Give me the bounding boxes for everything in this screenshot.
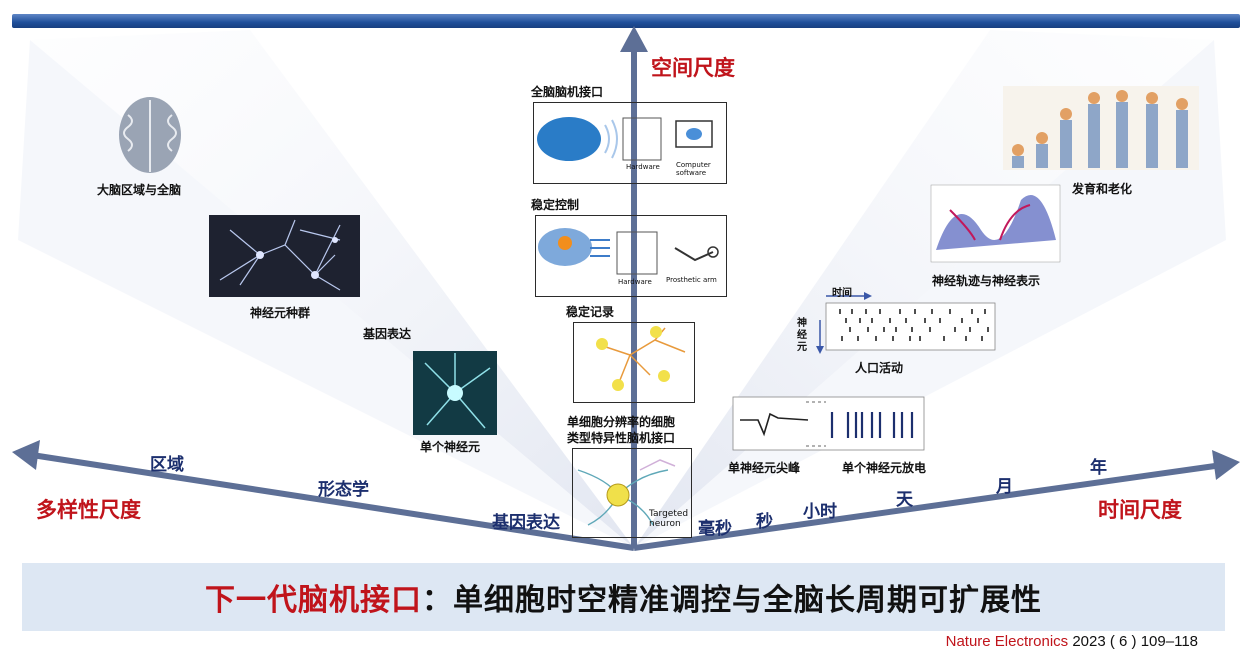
temporal-axis-title: 时间尺度 [1098, 498, 1182, 522]
raster-neuron-label: 神 经 元 [797, 318, 807, 353]
tick-second: 秒 [756, 512, 773, 532]
tick-hour: 小时 [803, 502, 837, 522]
temporal-arrow-icon [1212, 450, 1240, 480]
tick-morphology: 形态学 [318, 480, 369, 500]
single-cell-bci-label: 单细胞分辨率的细胞 类型特异性脑机接口 [567, 415, 676, 445]
neural-trajectory-label: 神经轨迹与神经表示 [932, 274, 1041, 288]
hardware-label-2: Hardware [618, 278, 652, 286]
development-aging-label: 发育和老化 [1072, 182, 1133, 196]
aging-figures-image [1003, 86, 1199, 170]
stable-control-label: 稳定控制 [531, 198, 580, 212]
top-title-bar [12, 14, 1240, 28]
prosthetic-arm-label: Prosthetic arm [666, 276, 717, 284]
whole-brain-bci-panel: Hardware Computer software [533, 102, 727, 184]
spatial-arrow-icon [620, 26, 648, 52]
single-neuron-image [413, 351, 497, 435]
brain-icon [119, 97, 181, 173]
brain-regions-label: 大脑区域与全脑 [97, 183, 182, 197]
citation-journal: Nature Electronics [945, 633, 1069, 650]
citation: Nature Electronics 2023 ( 6 ) 109–118 [946, 633, 1198, 650]
spatial-axis-title: 空间尺度 [651, 56, 735, 80]
banner-highlight: 下一代脑机接口 [205, 583, 422, 618]
spike-waveform-image [732, 396, 925, 451]
gene-expression-label: 基因表达 [363, 327, 412, 341]
raster-time-label: 时间 [832, 288, 852, 299]
computer-software-label: Computer software [676, 161, 711, 177]
tick-month: 月 [996, 477, 1013, 497]
tick-year: 年 [1090, 458, 1107, 478]
stable-control-panel: Hardware Prosthetic arm [535, 215, 727, 297]
neuron-population-image [209, 215, 360, 297]
population-activity-label: 人口活动 [855, 361, 904, 375]
raster-plot [816, 292, 996, 354]
whole-brain-bci-image [537, 117, 713, 161]
neural-trajectory-image [930, 184, 1061, 263]
stable-control-image [538, 228, 719, 275]
neuron-population-label: 神经元种群 [250, 306, 311, 320]
single-neuron-label: 单个神经元 [420, 440, 481, 454]
tick-gene-expression: 基因表达 [492, 513, 560, 533]
temporal-axis [633, 462, 1223, 551]
stable-recording-panel [573, 322, 695, 403]
banner-text: ：单细胞时空精准调控与全脑长周期可扩展性 [422, 583, 1042, 618]
stable-recording-label: 稳定记录 [566, 305, 615, 319]
single-cell-bci-panel: Targeted neuron [572, 448, 692, 538]
diversity-axis-title: 多样性尺度 [36, 498, 141, 522]
tick-day: 天 [896, 490, 913, 510]
stable-recording-image [596, 326, 686, 391]
targeted-neuron-label: Targeted neuron [649, 509, 689, 529]
citation-ref: 2023 ( 6 ) 109–118 [1072, 633, 1198, 650]
single-spike-label: 单神经元尖峰 [728, 461, 801, 475]
diversity-arrow-icon [12, 440, 40, 470]
summary-banner: 下一代脑机接口：单细胞时空精准调控与全脑长周期可扩展性 [22, 563, 1225, 631]
hardware-label-1: Hardware [626, 163, 660, 171]
whole-brain-bci-label: 全脑脑机接口 [531, 85, 604, 99]
tick-millisecond: 毫秒 [698, 519, 732, 539]
single-firing-label: 单个神经元放电 [842, 461, 927, 475]
single-cell-bci-image [577, 459, 676, 526]
tick-region: 区域 [150, 455, 184, 475]
diversity-axis [31, 452, 635, 551]
